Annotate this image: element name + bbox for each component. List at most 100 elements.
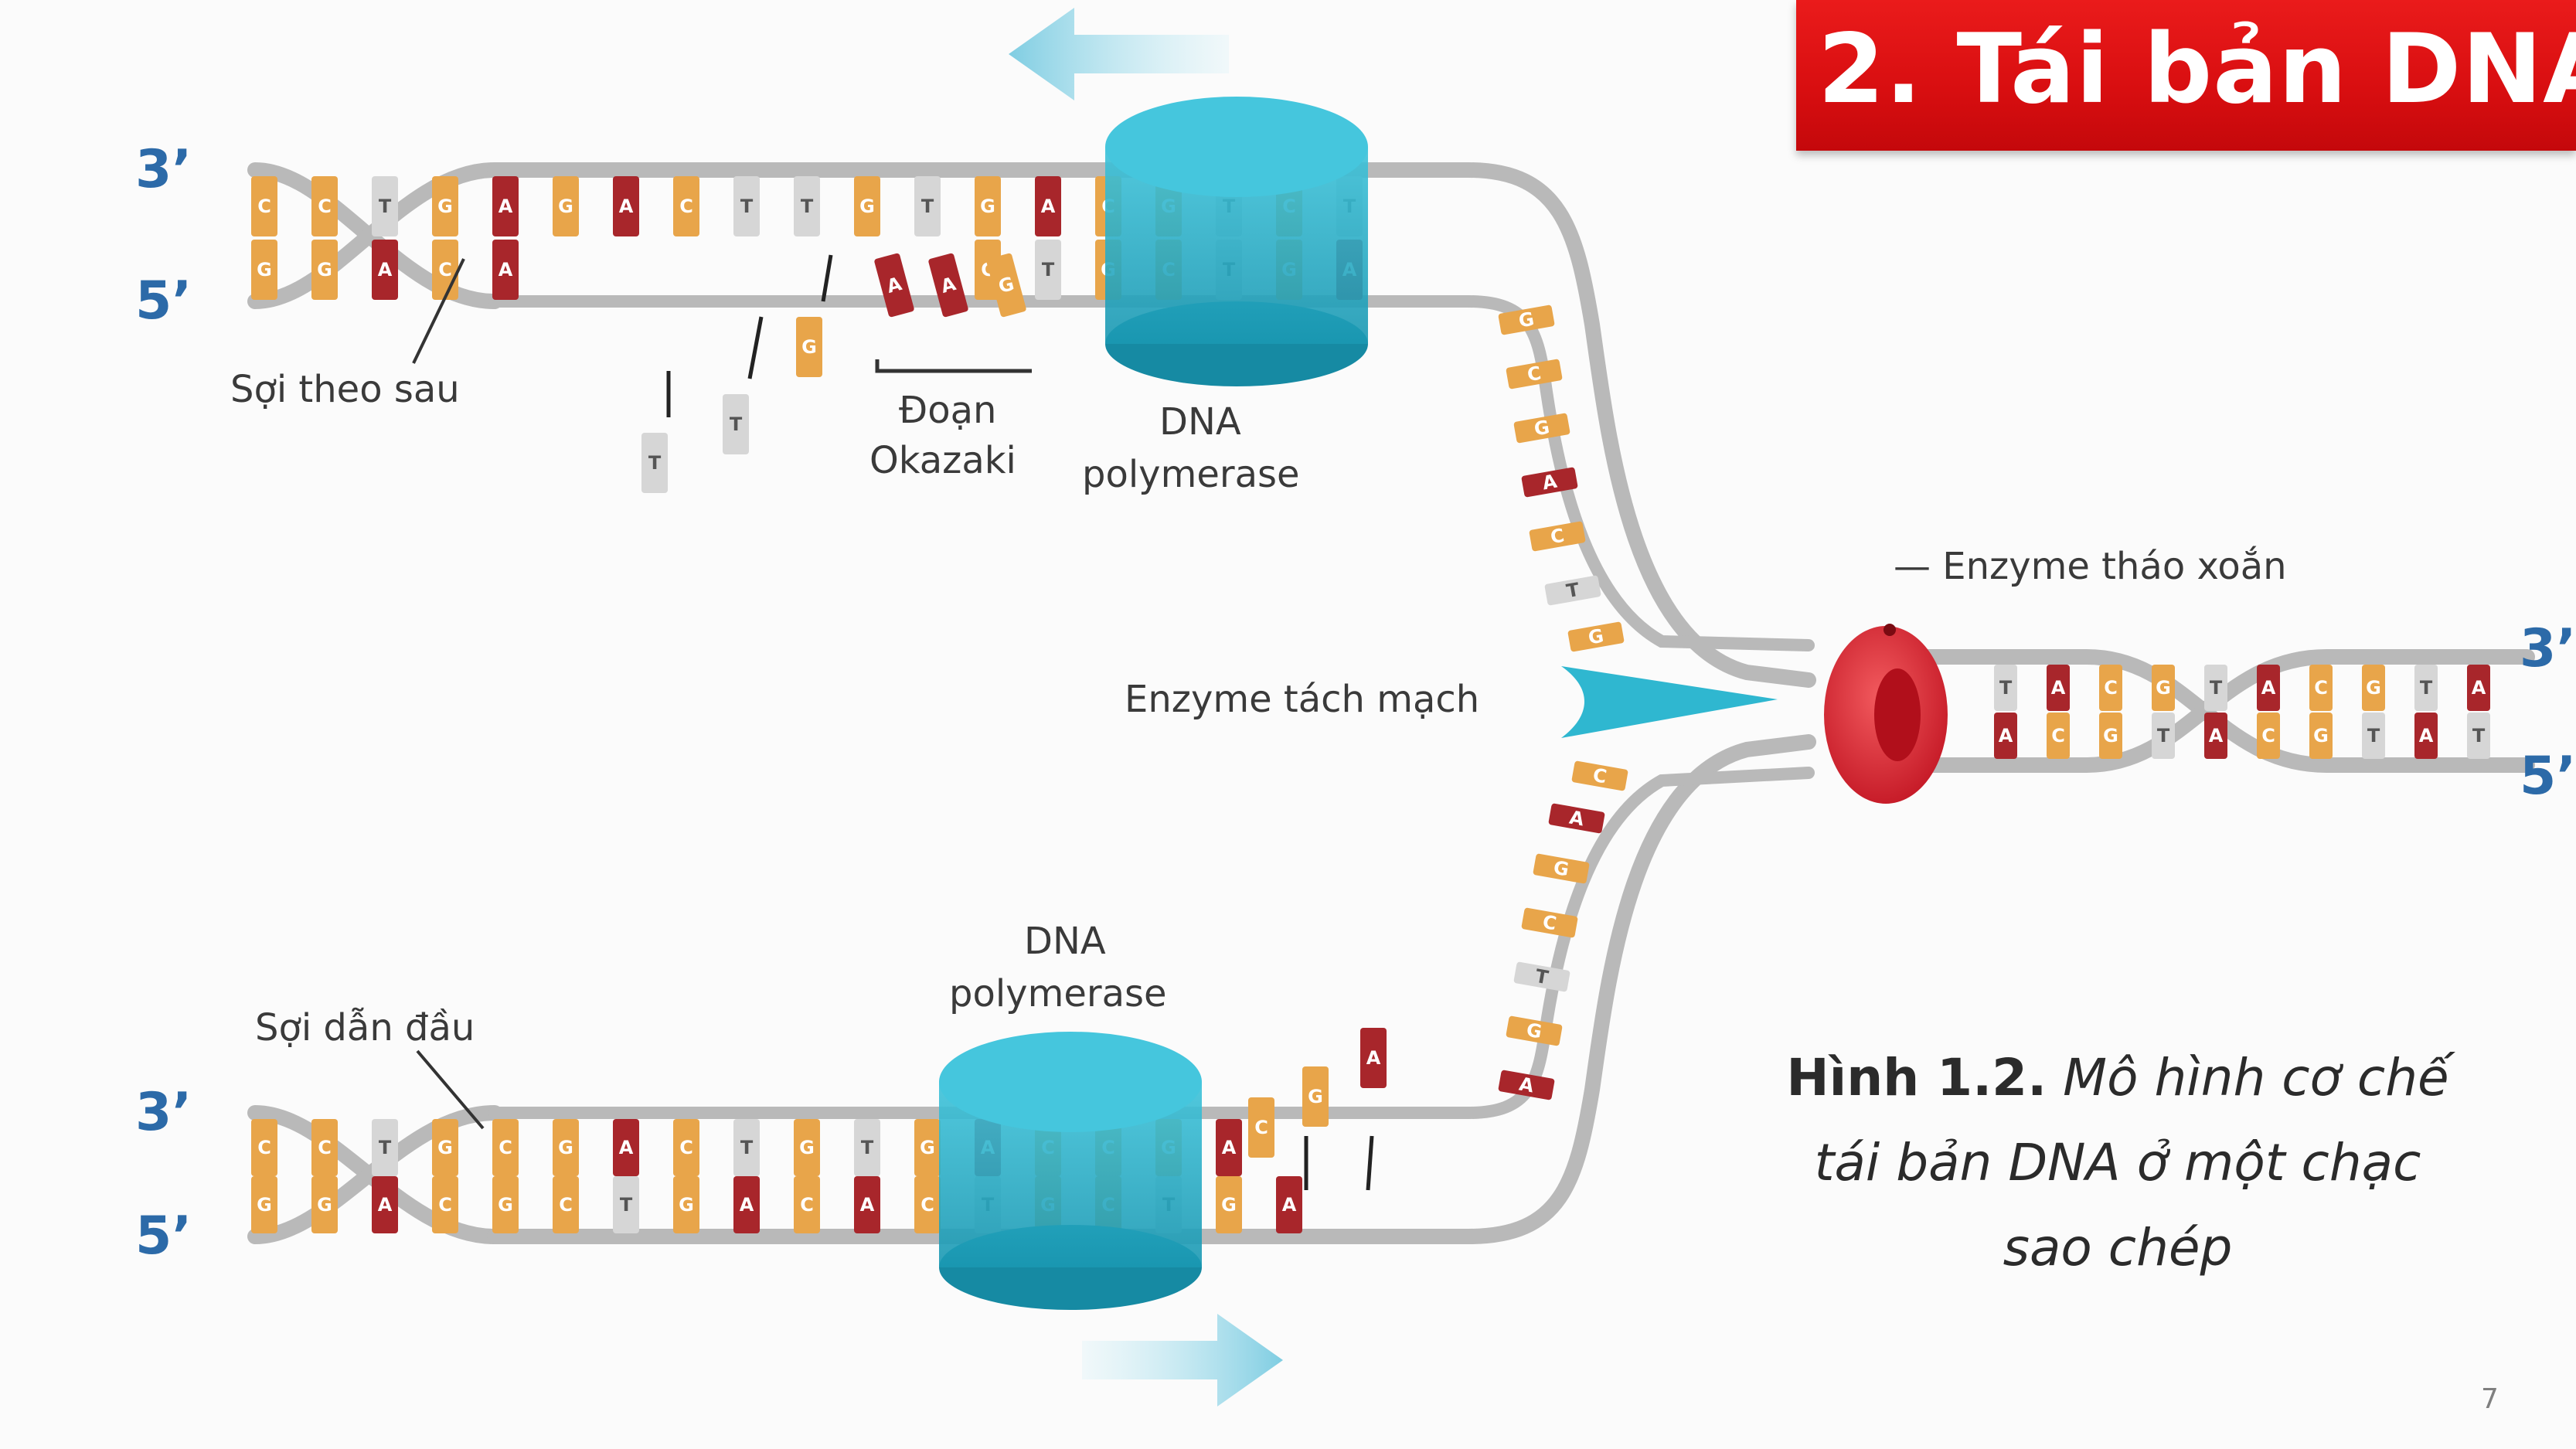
svg-text:C: C: [438, 259, 452, 281]
polymerase-bottom-label-line1: DNA: [1024, 920, 1106, 963]
svg-text:T: T: [861, 1137, 874, 1158]
svg-text:G: G: [1308, 1086, 1323, 1107]
polymerase-bottom-label-line2: polymerase: [949, 972, 1167, 1015]
slide-title-banner: 2. Tái bản DNA: [1796, 0, 2576, 151]
svg-text:T: T: [2157, 725, 2170, 747]
caption-line1: Mô hình cơ chế: [2047, 1048, 2449, 1107]
nucleotide-fork-top: C: [1529, 521, 1586, 552]
svg-text:C: C: [2314, 677, 2328, 699]
svg-text:G: G: [317, 259, 332, 281]
svg-text:T: T: [2420, 677, 2433, 699]
svg-text:T: T: [1534, 965, 1551, 989]
nucleotide-top-lower: A: [372, 240, 398, 300]
nucleotide-right-lower: C: [2047, 713, 2070, 759]
caption-figure-label: Hình 1.2.: [1786, 1048, 2047, 1107]
nucleotide-bottom-upper: C: [251, 1119, 277, 1176]
nucleotide-fork-bottom: C: [1571, 760, 1628, 791]
svg-text:G: G: [437, 1137, 453, 1158]
svg-text:T: T: [740, 1137, 754, 1158]
primase-icon: [1561, 666, 1778, 738]
svg-text:T: T: [620, 1194, 633, 1216]
svg-text:A: A: [860, 1194, 875, 1216]
svg-text:T: T: [730, 413, 743, 435]
primase-label: Enzyme tách mạch: [1125, 678, 1480, 721]
nucleotide-right-upper: C: [2099, 665, 2122, 711]
free-nucleotide-lagging: A: [874, 253, 914, 318]
nucleotide-fork-bottom: C: [1521, 907, 1578, 938]
svg-text:A: A: [1222, 1137, 1237, 1158]
svg-text:C: C: [318, 196, 332, 217]
nucleotide-right-upper: G: [2362, 665, 2385, 711]
polymerase-top-label-line2: polymerase: [1082, 453, 1300, 496]
nucleotide-right-upper: A: [2257, 665, 2280, 711]
free-nucleotide-lagging: T: [723, 394, 749, 454]
nucleotide-bottom-lower: A: [372, 1176, 398, 1233]
nucleotide-right-upper: C: [2309, 665, 2333, 711]
svg-text:G: G: [1587, 625, 1605, 649]
svg-text:C: C: [318, 1137, 332, 1158]
svg-text:A: A: [2261, 677, 2276, 699]
nucleotide-fork-bottom: A: [1498, 1070, 1555, 1100]
svg-text:A: A: [619, 196, 634, 217]
caption-line3: sao chép: [2003, 1218, 2233, 1277]
nucleotide-bottom-upper: A: [1216, 1119, 1242, 1176]
svg-text:G: G: [498, 1194, 513, 1216]
svg-text:G: G: [859, 196, 875, 217]
nucleotide-arrow-icon: [821, 254, 833, 302]
nucleotide-bottom-upper: A: [613, 1119, 639, 1176]
slide-title: 2. Tái bản DNA: [1818, 14, 2576, 125]
svg-text:C: C: [2051, 725, 2065, 747]
nucleotide-bottom-upper: G: [432, 1119, 458, 1176]
svg-text:A: A: [1999, 725, 2013, 747]
svg-text:G: G: [2366, 677, 2381, 699]
nucleotide-bottom-upper: G: [914, 1119, 941, 1176]
svg-text:T: T: [2210, 677, 2223, 699]
nucleotide-bottom-upper: G: [553, 1119, 579, 1176]
svg-text:G: G: [801, 336, 817, 358]
svg-text:A: A: [1517, 1073, 1536, 1097]
svg-text:A: A: [2472, 677, 2486, 699]
nucleotide-top-upper: G: [553, 176, 579, 236]
svg-text:G: G: [1517, 308, 1536, 332]
nucleotide-bottom-upper: T: [854, 1119, 880, 1176]
nucleotide-top-upper: T: [372, 176, 398, 236]
svg-text:C: C: [499, 1137, 512, 1158]
nucleotide-fork-top: A: [1521, 467, 1578, 498]
nucleotide-bottom-upper: G: [794, 1119, 820, 1176]
nucleotide-right-lower: T: [2362, 713, 2385, 759]
nucleotide-top-upper: G: [432, 176, 458, 236]
svg-text:A: A: [378, 1194, 393, 1216]
nucleotide-top-lower: C: [432, 240, 458, 300]
okazaki-label-line1: Đoạn: [899, 389, 997, 432]
svg-text:G: G: [2313, 725, 2329, 747]
nucleotide-fork-bottom: G: [1533, 853, 1590, 884]
svg-text:A: A: [740, 1194, 754, 1216]
svg-text:A: A: [499, 259, 513, 281]
free-nucleotide-leading: A: [1360, 1028, 1387, 1088]
nucleotide-fork-bottom: G: [1506, 1015, 1563, 1046]
dna-polymerase-bottom: [939, 1032, 1202, 1310]
svg-text:G: G: [558, 1137, 573, 1158]
nucleotide-top-upper: A: [492, 176, 519, 236]
free-nucleotide-leading: C: [1248, 1097, 1274, 1158]
nucleotide-top-upper: T: [733, 176, 760, 236]
svg-text:T: T: [648, 452, 662, 474]
nucleotide-fork-bottom: A: [1548, 803, 1605, 834]
dna-polymerase-top: [1105, 97, 1368, 386]
nucleotide-bottom-lower: A: [733, 1176, 760, 1233]
svg-text:T: T: [740, 196, 754, 217]
svg-text:C: C: [438, 1194, 452, 1216]
page-number: 7: [2481, 1383, 2499, 1415]
free-nucleotide-leading: G: [1302, 1066, 1329, 1127]
svg-text:A: A: [619, 1137, 634, 1158]
svg-text:A: A: [1366, 1047, 1381, 1069]
nucleotide-top-upper: T: [914, 176, 941, 236]
free-nucleotide-lagging: G: [796, 317, 822, 377]
end-label-right-3: 3’: [2520, 618, 2576, 679]
nucleotide-right-lower: A: [2204, 713, 2227, 759]
nucleotide-bottom-upper: C: [492, 1119, 519, 1176]
nucleotide-arrow-icon: [1366, 1135, 1374, 1191]
nucleotide-top-lower: G: [251, 240, 277, 300]
nucleotide-top-upper: C: [311, 176, 338, 236]
nucleotide-bottom-lower: A: [1276, 1176, 1302, 1233]
